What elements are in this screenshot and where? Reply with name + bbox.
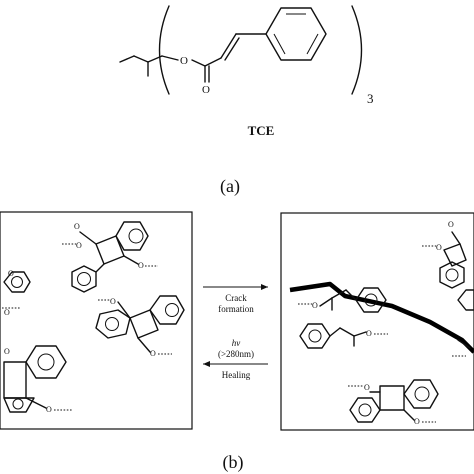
cyclobutane-dimer-right: O O: [95, 295, 185, 358]
svg-text:O: O: [4, 308, 10, 317]
right-box-molecules: O O O: [289, 220, 474, 426]
svg-text:O: O: [150, 349, 156, 358]
svg-text:O: O: [436, 243, 442, 252]
arrow-label-formation: formation: [218, 304, 254, 314]
panel-b: O O O O O: [0, 211, 474, 473]
arrow-label-crack: Crack: [225, 293, 247, 303]
panel-a: O O 3 TCE (a): [119, 5, 374, 197]
arrow-label-healing: Healing: [222, 370, 251, 380]
svg-text:O: O: [76, 241, 82, 250]
svg-text:O: O: [46, 405, 52, 414]
phenyl-left-top-icon: O: [3, 269, 31, 293]
svg-text:O: O: [4, 347, 10, 356]
cyclobutane-dimer-bottom-right: O O: [348, 379, 439, 426]
arrow-label-hv: hv: [232, 338, 241, 348]
left-parenthesis: [158, 5, 170, 95]
svg-text:O: O: [312, 301, 318, 310]
cyclobutane-dimer-bottom: O O: [3, 345, 72, 414]
svg-text:O: O: [110, 297, 116, 306]
forward-arrowhead-icon: [261, 284, 268, 290]
crack-line: [289, 281, 474, 354]
reaction-arrows: Crack formation hv (>280nm) Healing: [203, 284, 268, 380]
caption-a: (a): [220, 176, 240, 197]
arrow-label-wavelength: (>280nm): [218, 349, 254, 359]
ester-oxygen-label: O: [180, 55, 188, 67]
cinnamate-upper: O: [298, 287, 387, 313]
svg-text:O: O: [366, 329, 372, 338]
right-parenthesis: [351, 5, 363, 95]
phenyl-ring-icon: [265, 7, 327, 61]
cyclobutane-dimer-top-right: O O: [422, 220, 467, 289]
tce-core-chain: [119, 33, 267, 83]
box-after-crack: [280, 212, 474, 431]
svg-text:O: O: [74, 222, 80, 231]
compound-label: TCE: [248, 123, 275, 138]
caption-b: (b): [223, 452, 244, 473]
box-before-crack: [0, 211, 193, 430]
svg-text:O: O: [364, 383, 370, 392]
carbonyl-oxygen-label: O: [202, 84, 210, 96]
left-box-molecules: O O O O O: [2, 221, 185, 414]
cyclobutane-dimer-top: O O O: [62, 221, 158, 293]
subscript-three: 3: [367, 91, 374, 106]
svg-text:O: O: [8, 269, 14, 278]
svg-text:O: O: [138, 261, 144, 270]
backward-arrowhead-icon: [203, 361, 210, 367]
svg-text:O: O: [414, 417, 420, 426]
cinnamate-lower: O: [299, 323, 388, 349]
phenyl-right-edge-icon: [452, 289, 474, 357]
svg-text:O: O: [448, 220, 454, 229]
